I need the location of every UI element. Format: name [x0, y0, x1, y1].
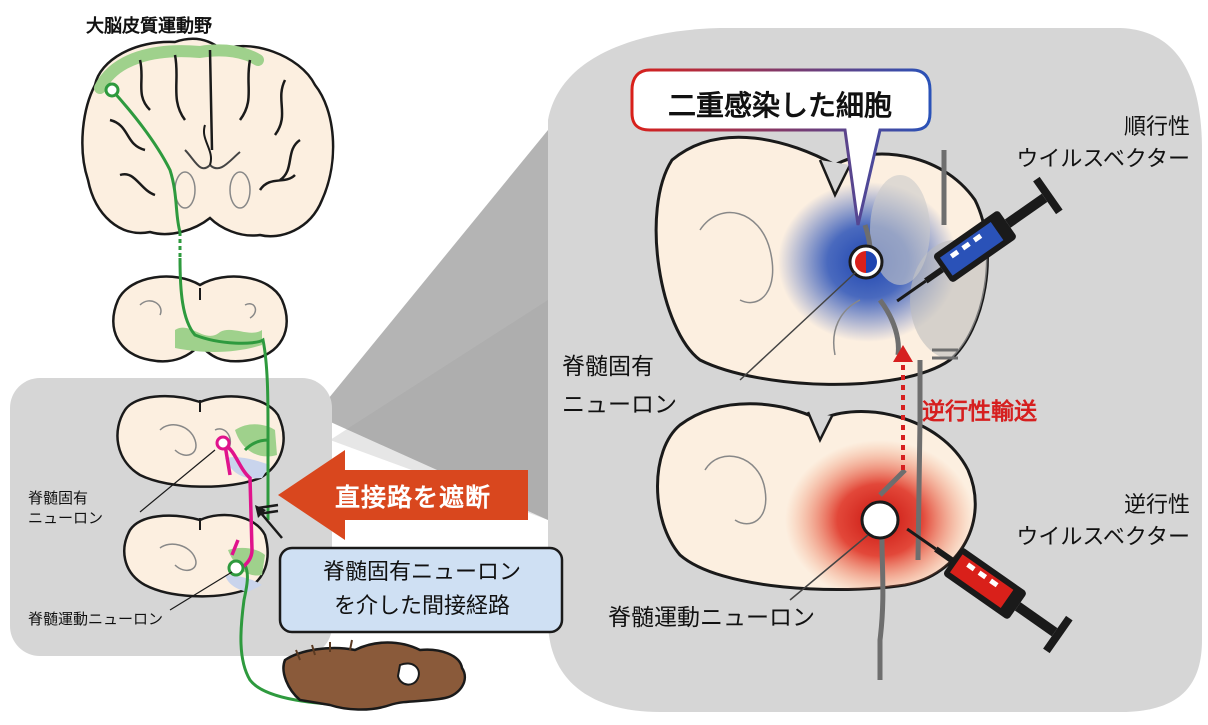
anterograde-label: 順行性 ウイルスベクター — [968, 112, 1190, 176]
retrograde-transport-label: 逆行性輸送 — [922, 392, 1037, 426]
right-motoneuron-label: 脊髄運動ニューロン — [608, 598, 815, 632]
retrograde-line1: 逆行性 — [968, 490, 1190, 522]
retrograde-label: 逆行性 ウイルスベクター — [968, 490, 1190, 554]
motor-cortex-label: 大脳皮質運動野 — [86, 12, 212, 38]
anterograde-line2: ウイルスベクター — [968, 144, 1190, 176]
hand-illustration — [283, 640, 464, 710]
left-propriospinal-line2: ニューロン — [28, 508, 103, 528]
double-infected-label: 二重感染した細胞 — [668, 84, 892, 124]
left-motoneuron-label: 脊髄運動ニューロン — [28, 608, 163, 629]
right-propriospinal-label: 脊髄固有 ニューロン — [562, 348, 677, 424]
left-propriospinal-line1: 脊髄固有 — [28, 488, 103, 508]
right-propriospinal-line2: ニューロン — [562, 386, 677, 424]
anterograde-line1: 順行性 — [968, 112, 1190, 144]
indirect-path-line2: を介した間接経路 — [290, 590, 554, 624]
retrograde-line2: ウイルスベクター — [968, 522, 1190, 554]
motoneuron-cell — [862, 502, 898, 538]
block-arrow-label: 直接路を遮断 — [335, 478, 491, 514]
brain-section — [82, 39, 333, 236]
right-propriospinal-line1: 脊髄固有 — [562, 348, 677, 386]
indirect-path-line1: 脊髄固有ニューロン — [290, 556, 554, 590]
indirect-path-label: 脊髄固有ニューロン を介した間接経路 — [290, 556, 554, 624]
right-lower-cord — [658, 404, 976, 600]
left-propriospinal-label: 脊髄固有 ニューロン — [28, 488, 103, 528]
brainstem-section — [113, 277, 286, 362]
